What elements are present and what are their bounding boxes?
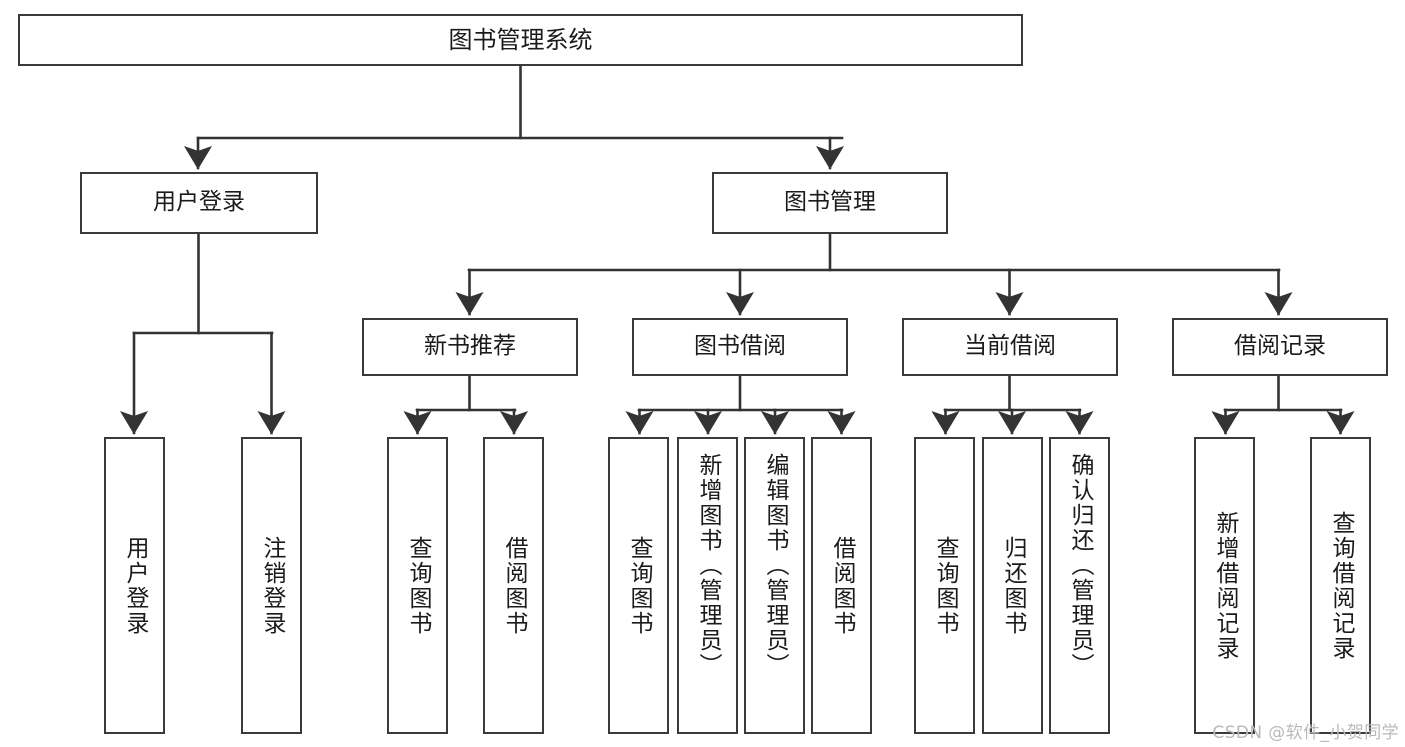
node-new-book-recommendation[interactable]: 新书推荐 <box>362 318 578 376</box>
node-label: 注销登录 <box>259 535 285 636</box>
leaf-record-query-record[interactable]: 查询借阅记录 <box>1310 437 1371 734</box>
node-borrowing-record[interactable]: 借阅记录 <box>1172 318 1388 376</box>
node-label: 确认归还（管理员） <box>1067 453 1093 678</box>
node-label: 查询图书 <box>626 535 652 636</box>
node-label: 新增借阅记录 <box>1212 510 1238 661</box>
leaf-borrow-add-book-admin[interactable]: 新增图书（管理员） <box>677 437 738 734</box>
leaf-user-login-signin[interactable]: 用户登录 <box>104 437 165 734</box>
node-label: 当前借阅 <box>964 333 1056 360</box>
node-label: 查询借阅记录 <box>1328 510 1354 661</box>
node-label: 新书推荐 <box>424 333 516 360</box>
node-user-login[interactable]: 用户登录 <box>80 172 318 234</box>
node-label: 图书管理 <box>784 189 876 216</box>
node-label: 查询图书 <box>405 535 431 636</box>
node-book-borrowing[interactable]: 图书借阅 <box>632 318 848 376</box>
node-label: 借阅图书 <box>501 535 527 636</box>
leaf-borrow-query-book[interactable]: 查询图书 <box>608 437 669 734</box>
node-label: 归还图书 <box>1000 535 1026 636</box>
node-label: 图书借阅 <box>694 333 786 360</box>
node-book-management[interactable]: 图书管理 <box>712 172 948 234</box>
leaf-current-confirm-return-admin[interactable]: 确认归还（管理员） <box>1049 437 1110 734</box>
leaf-user-login-logout[interactable]: 注销登录 <box>241 437 302 734</box>
node-label: 用户登录 <box>122 535 148 636</box>
node-label: 新增图书（管理员） <box>695 453 721 678</box>
leaf-new-book-borrow-book[interactable]: 借阅图书 <box>483 437 544 734</box>
node-label: 借阅图书 <box>829 535 855 636</box>
leaf-current-query-book[interactable]: 查询图书 <box>914 437 975 734</box>
node-label: 查询图书 <box>932 535 958 636</box>
node-label: 借阅记录 <box>1234 333 1326 360</box>
leaf-borrow-edit-book-admin[interactable]: 编辑图书（管理员） <box>744 437 805 734</box>
node-label: 图书管理系统 <box>448 25 593 54</box>
leaf-borrow-borrow-book[interactable]: 借阅图书 <box>811 437 872 734</box>
node-label: 用户登录 <box>153 189 245 216</box>
watermark-text: CSDN @软件_小贺同学 <box>1212 723 1399 743</box>
leaf-record-add-record[interactable]: 新增借阅记录 <box>1194 437 1255 734</box>
node-book-management-system[interactable]: 图书管理系统 <box>18 14 1023 66</box>
leaf-new-book-query-book[interactable]: 查询图书 <box>387 437 448 734</box>
node-current-borrowing[interactable]: 当前借阅 <box>902 318 1118 376</box>
node-label: 编辑图书（管理员） <box>762 453 788 678</box>
leaf-current-return-book[interactable]: 归还图书 <box>982 437 1043 734</box>
